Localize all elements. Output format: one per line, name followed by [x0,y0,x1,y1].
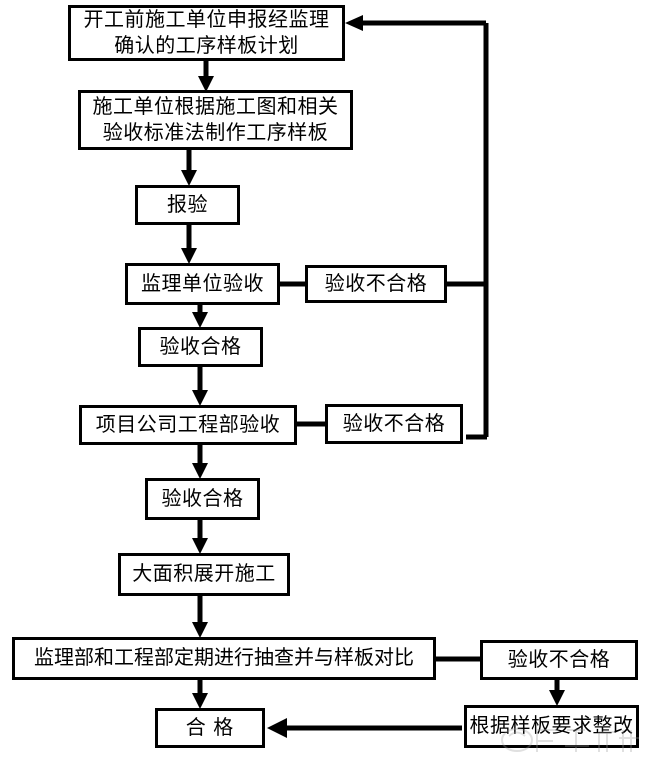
node-project-company-acceptance[interactable]: 项目公司工程部验收 [79,405,297,445]
node-periodic-spot-check[interactable]: 监理部和工程部定期进行抽查并与样板对比 [12,637,436,680]
node-fail-spot-check[interactable]: 验收不合格 [480,640,638,680]
edge-n2-n3 [181,150,197,186]
edge-n7-n9 [192,445,208,479]
edge-n3-n4 [181,225,197,264]
node-pre-construction-plan[interactable]: 开工前施工单位申报经监理 确认的工序样板计划 [68,5,345,61]
edge-n9-n10 [192,520,208,554]
edge-n14-n13 [267,718,462,738]
edge-rail-n1 [345,15,486,31]
edge-n4-n6 [192,305,208,328]
node-full-scale-construction[interactable]: 大面积展开施工 [118,553,290,596]
node-qualified[interactable]: 合 格 [155,708,265,748]
edge-n6-n7 [192,367,208,406]
node-make-sample[interactable]: 施工单位根据施工图和相关 验收标准法制作工序样板 [78,90,353,150]
edge-n12-n14 [549,680,565,706]
node-pass-project-company[interactable]: 验收合格 [145,478,260,520]
node-pass-supervisor[interactable]: 验收合格 [138,327,263,367]
edge-n10-n11 [192,596,208,638]
node-submit-inspection[interactable]: 报验 [135,185,240,225]
edge-n1-n2 [198,61,214,92]
node-supervisor-acceptance[interactable]: 监理单位验收 [125,263,280,305]
node-rectify-per-sample[interactable]: 根据样板要求整改 [464,705,639,748]
edge-n11-n13 [192,680,208,709]
node-fail-supervisor[interactable]: 验收不合格 [305,265,447,303]
node-fail-project-company[interactable]: 验收不合格 [325,404,463,444]
